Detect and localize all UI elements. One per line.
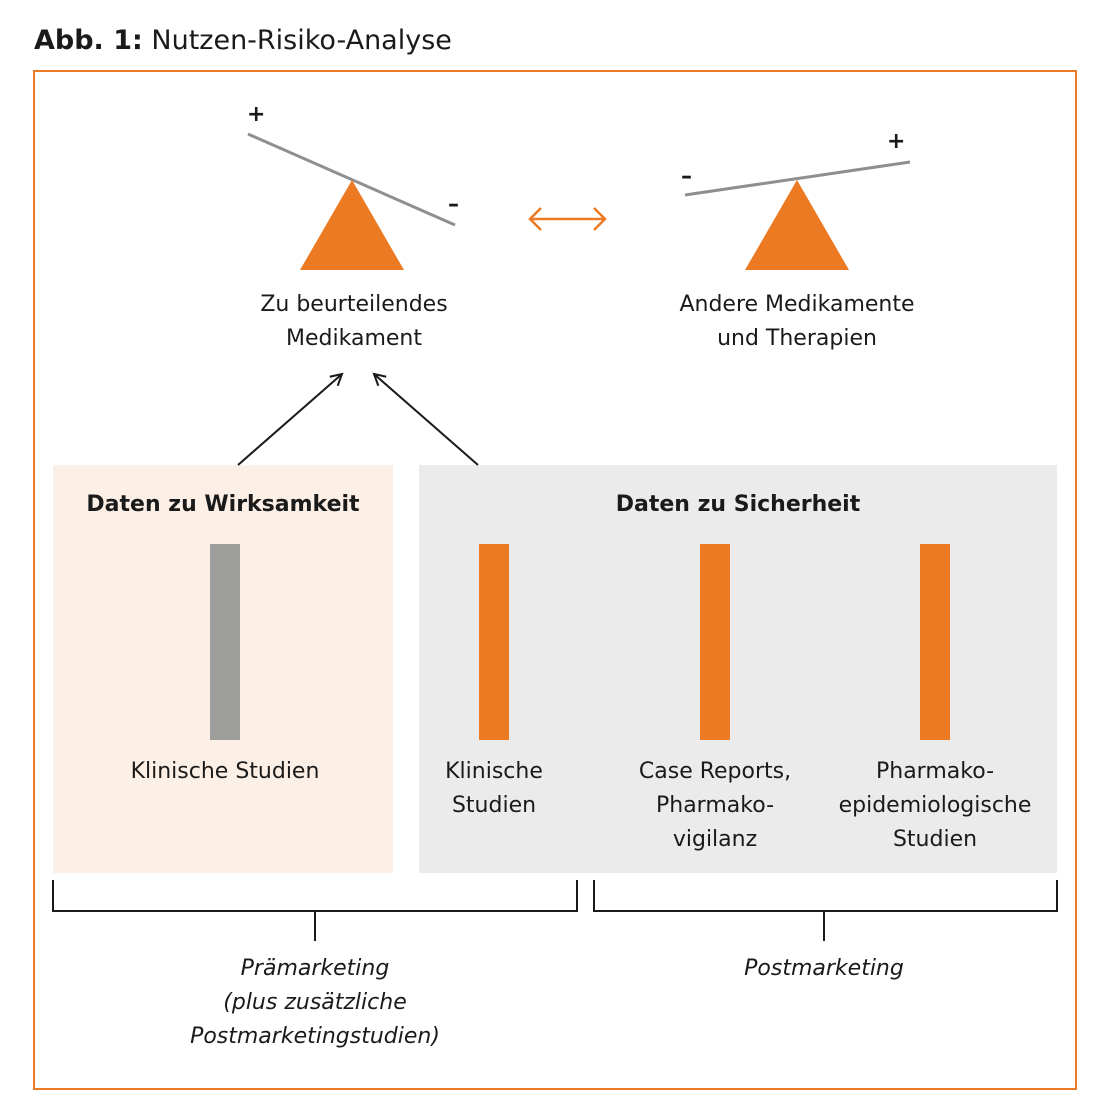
right-scale-beam (684, 160, 911, 197)
figure-number: Abb. 1: (34, 25, 143, 56)
figure-frame (33, 70, 1077, 1090)
right-scale-plus: + (887, 129, 906, 154)
safety-column-label-case-reports: Case Reports, Pharmako- vigilanz (610, 755, 820, 857)
safety-panel-title: Daten zu Sicherheit (615, 492, 861, 517)
safety-pharmacoepidemiology-bar (920, 544, 950, 740)
safety-column-label-clinical: Klinische Studien (414, 755, 574, 823)
efficacy-arrow (237, 374, 342, 466)
left-scale-plus: + (247, 102, 266, 127)
safety-column-label-pharmacoepidemiology: Pharmako- epidemiologische Studien (820, 755, 1050, 857)
left-scale-beam (247, 132, 456, 227)
right-scale-caption: Andere Medikamente und Therapien (647, 288, 947, 356)
column-label-line: Studien (892, 827, 978, 852)
column-label-line: Klinische (445, 759, 543, 784)
safety-panel (419, 465, 1057, 873)
figure-title-text: Nutzen-Risiko-Analyse (151, 25, 452, 56)
safety-clinical-studies-bar (479, 544, 509, 740)
phase-label-line: Prämarketing (240, 956, 390, 981)
postmarketing-bracket (593, 880, 1058, 941)
efficacy-clinical-studies-bar (210, 544, 240, 740)
phase-label-line: (plus zusätzliche (223, 990, 407, 1015)
phase-label-line: Postmarketingstudien) (190, 1024, 440, 1049)
efficacy-panel-title: Daten zu Wirksamkeit (86, 492, 360, 517)
column-label-line: Pharmako- (655, 793, 775, 818)
premarketing-bracket (52, 880, 578, 941)
left-scale-caption: Zu beurteilendes Medikament (214, 288, 494, 356)
efficacy-column-label: Klinische Studien (95, 755, 355, 789)
safety-arrow (374, 374, 479, 466)
column-label-line: Case Reports, (638, 759, 792, 784)
comparison-double-arrow-icon (528, 207, 607, 231)
left-scale-caption-line: Medikament (286, 326, 422, 351)
figure-title: Abb. 1: Nutzen-Risiko-Analyse (34, 24, 452, 58)
column-label-line: Studien (451, 793, 537, 818)
column-label-line: Pharmako- (875, 759, 995, 784)
column-label-line: epidemiologische (838, 793, 1032, 818)
right-scale-caption-line: und Therapien (717, 326, 877, 351)
right-scale-caption-line: Andere Medikamente (679, 292, 915, 317)
column-label-line: vigilanz (672, 827, 758, 852)
left-scale-minus: – (448, 192, 459, 217)
right-scale-fulcrum (745, 180, 849, 270)
left-scale-caption-line: Zu beurteilendes (260, 292, 448, 317)
right-scale-minus: – (681, 164, 692, 189)
left-scale-fulcrum (300, 180, 404, 270)
phase-label-line: Postmarketing (744, 956, 904, 981)
premarketing-label: Prämarketing (plus zusätzliche Postmarke… (160, 952, 470, 1054)
postmarketing-label: Postmarketing (714, 952, 934, 986)
safety-case-reports-bar (700, 544, 730, 740)
column-label-line: Klinische Studien (130, 759, 320, 784)
